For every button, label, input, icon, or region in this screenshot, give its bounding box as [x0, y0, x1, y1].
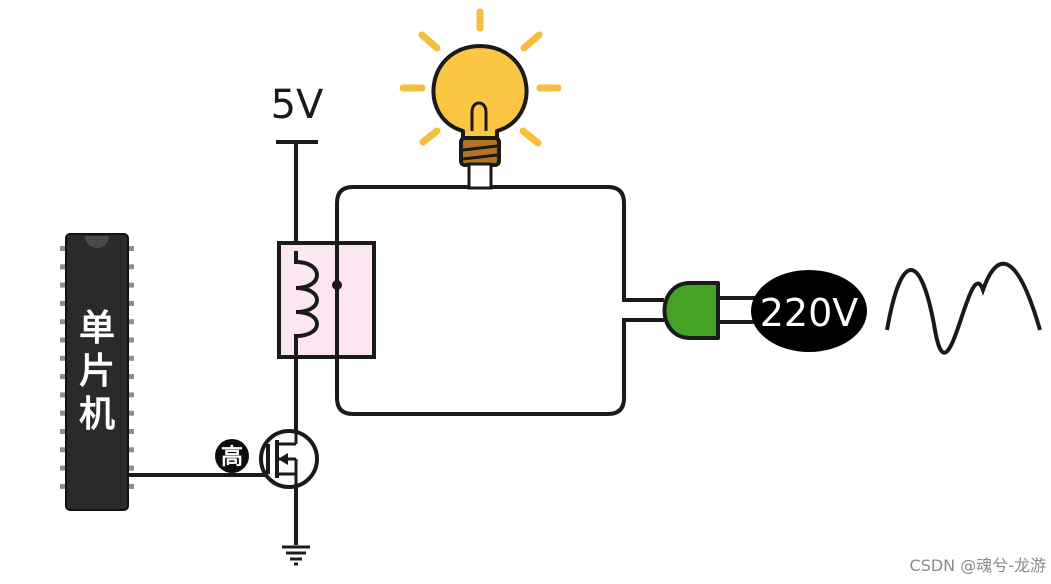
mcu-label-2: 片: [79, 351, 115, 392]
mcu-pin-left: [60, 374, 68, 380]
mcu-pin-left: [60, 264, 68, 270]
mcu-pins: [60, 246, 134, 489]
mcu-pin-right: [126, 300, 134, 306]
mcu-pin-left: [60, 447, 68, 453]
mcu-pin-left: [60, 410, 68, 416]
mcu-pin-left: [60, 319, 68, 325]
mosfet-icon: [259, 429, 319, 489]
mcu-pin-left: [60, 429, 68, 434]
mcu-pin-left: [60, 355, 68, 361]
mcu-label-1: 单: [79, 308, 115, 349]
mcu-pin-right: [126, 264, 134, 270]
mcu-pin-right: [126, 429, 134, 434]
relay: [277, 241, 376, 359]
mcu-pin-left: [60, 392, 68, 398]
mains-source: 220V: [751, 270, 867, 352]
ground-icon: [282, 545, 310, 566]
bulb-terminal: [467, 162, 493, 190]
mcu-pin-right: [126, 319, 134, 325]
mcu-pin-left: [60, 337, 68, 343]
bulb-glass: [431, 44, 529, 143]
watermark: CSDN @魂兮-龙游: [910, 556, 1046, 575]
mains-voltage-label: 220V: [760, 291, 859, 335]
load-circuit-wire: [335, 185, 664, 416]
mcu-pin-left: [60, 465, 68, 471]
sine-wave-icon: [885, 261, 1042, 355]
mcu-pin-right: [126, 410, 134, 416]
mcu-pin-right: [126, 282, 134, 288]
gate-level-label: 高: [221, 444, 243, 470]
mcu-pin-right: [126, 355, 134, 361]
bulb-filament: [470, 101, 488, 131]
vcc-label: 5V: [271, 82, 324, 128]
mcu-pin-right: [126, 337, 134, 343]
plug-icon: [662, 281, 756, 340]
mcu-chip: 单 片 机: [60, 233, 134, 511]
mcu-pin-right: [126, 465, 134, 471]
bulb-base: [459, 136, 501, 167]
mcu-pin-right: [126, 392, 134, 398]
mcu-notch: [85, 236, 109, 248]
mcu-pin-right: [126, 246, 134, 251]
relay-contact-dot: [332, 280, 342, 290]
mcu-pin-left: [60, 300, 68, 306]
mcu-pin-left: [60, 483, 68, 489]
bulb-rays: [399, 8, 562, 147]
mcu-pin-left: [60, 282, 68, 288]
mcu-label-3: 机: [79, 394, 115, 435]
mcu-pin-right: [126, 483, 134, 489]
mcu-pin-right: [126, 447, 134, 453]
vcc-supply: 5V: [271, 82, 324, 243]
light-bulb-icon: [399, 8, 562, 190]
mcu-body: [65, 233, 129, 511]
gate-level-badge: 高: [215, 439, 249, 473]
coil-icon: [294, 251, 319, 357]
mcu-pin-right: [126, 374, 134, 380]
mcu-pin-left: [60, 246, 68, 251]
relay-body: [277, 241, 376, 359]
